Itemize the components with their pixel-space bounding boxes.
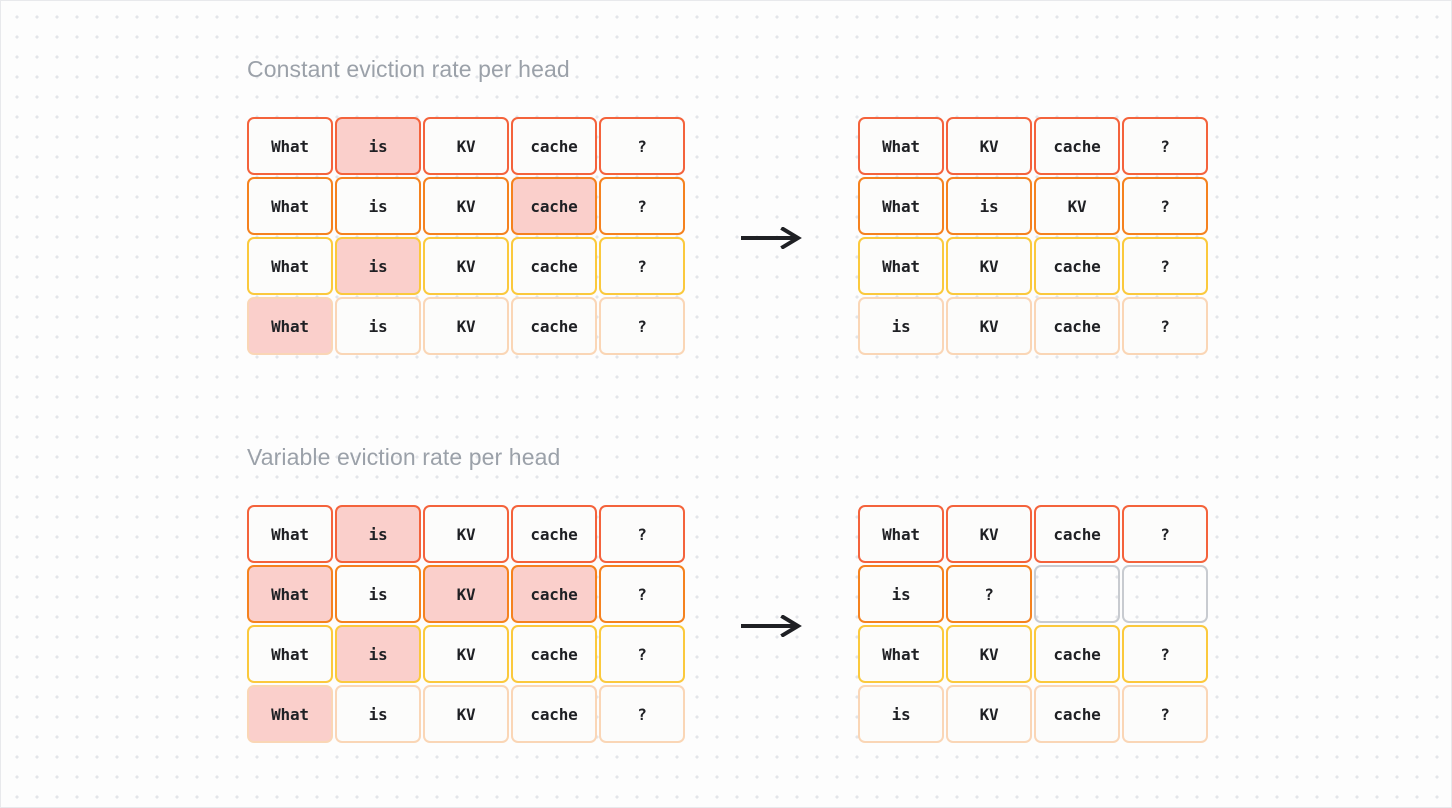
token-cell: KV: [946, 237, 1032, 295]
token-cell: cache: [511, 685, 597, 743]
token-cell: cache: [511, 625, 597, 683]
token-cell: is: [858, 297, 944, 355]
token-cell: is: [335, 505, 421, 563]
token-cell: cache: [1034, 685, 1120, 743]
token-cell: What: [247, 297, 333, 355]
token-cell: ?: [599, 177, 685, 235]
token-cell: is: [335, 297, 421, 355]
token-cell: What: [247, 237, 333, 295]
token-cell: What: [858, 625, 944, 683]
token-cell: is: [335, 117, 421, 175]
token-cell: KV: [423, 117, 509, 175]
token-cell: KV: [423, 297, 509, 355]
section-title: Constant eviction rate per head: [247, 56, 570, 82]
token-cell: KV: [946, 625, 1032, 683]
token-cell: KV: [946, 297, 1032, 355]
token-cell: ?: [599, 237, 685, 295]
token-cell: What: [858, 117, 944, 175]
token-cell: is: [335, 685, 421, 743]
token-cell: is: [335, 565, 421, 623]
token-cell: cache: [1034, 625, 1120, 683]
section-title: Variable eviction rate per head: [247, 444, 561, 470]
token-cell: cache: [1034, 117, 1120, 175]
token-cell: is: [335, 625, 421, 683]
token-cell: ?: [599, 625, 685, 683]
token-cell: ?: [1122, 117, 1208, 175]
token-cell: KV: [423, 177, 509, 235]
token-cell: is: [335, 177, 421, 235]
token-cell: What: [247, 685, 333, 743]
token-cell: KV: [946, 117, 1032, 175]
token-cell: cache: [511, 297, 597, 355]
token-cell: KV: [946, 505, 1032, 563]
token-cell: cache: [1034, 505, 1120, 563]
token-cell: ?: [1122, 177, 1208, 235]
token-cell: ?: [599, 565, 685, 623]
token-cell-empty: [1034, 565, 1120, 623]
token-cell: cache: [511, 177, 597, 235]
token-cell: cache: [511, 565, 597, 623]
token-cell: KV: [423, 565, 509, 623]
token-cell: KV: [423, 685, 509, 743]
token-cell: What: [858, 505, 944, 563]
token-cell: ?: [1122, 505, 1208, 563]
token-cell: ?: [599, 505, 685, 563]
token-cell: What: [247, 505, 333, 563]
token-cell: is: [858, 685, 944, 743]
token-cell: ?: [599, 117, 685, 175]
token-cell: cache: [1034, 237, 1120, 295]
token-row: is?: [858, 565, 1208, 623]
token-cell: cache: [1034, 297, 1120, 355]
token-cell: cache: [511, 117, 597, 175]
token-cell: cache: [511, 505, 597, 563]
token-cell: is: [335, 237, 421, 295]
token-cell: KV: [423, 237, 509, 295]
token-cell: ?: [1122, 297, 1208, 355]
token-cell: What: [858, 177, 944, 235]
token-cell: ?: [1122, 237, 1208, 295]
token-cell: is: [946, 177, 1032, 235]
token-cell: ?: [946, 565, 1032, 623]
token-cell: KV: [423, 625, 509, 683]
arrow-right-icon: [741, 227, 803, 249]
arrow-right-icon: [741, 615, 803, 637]
token-cell: KV: [1034, 177, 1120, 235]
token-cell: ?: [1122, 685, 1208, 743]
token-cell: ?: [1122, 625, 1208, 683]
token-cell: ?: [599, 297, 685, 355]
token-cell: cache: [511, 237, 597, 295]
token-cell: KV: [946, 685, 1032, 743]
token-cell: is: [858, 565, 944, 623]
token-cell: ?: [599, 685, 685, 743]
token-cell: KV: [423, 505, 509, 563]
token-cell-empty: [1122, 565, 1208, 623]
token-cell: What: [247, 565, 333, 623]
token-cell: What: [247, 117, 333, 175]
token-cell: What: [858, 237, 944, 295]
token-cell: What: [247, 625, 333, 683]
token-cell: What: [247, 177, 333, 235]
